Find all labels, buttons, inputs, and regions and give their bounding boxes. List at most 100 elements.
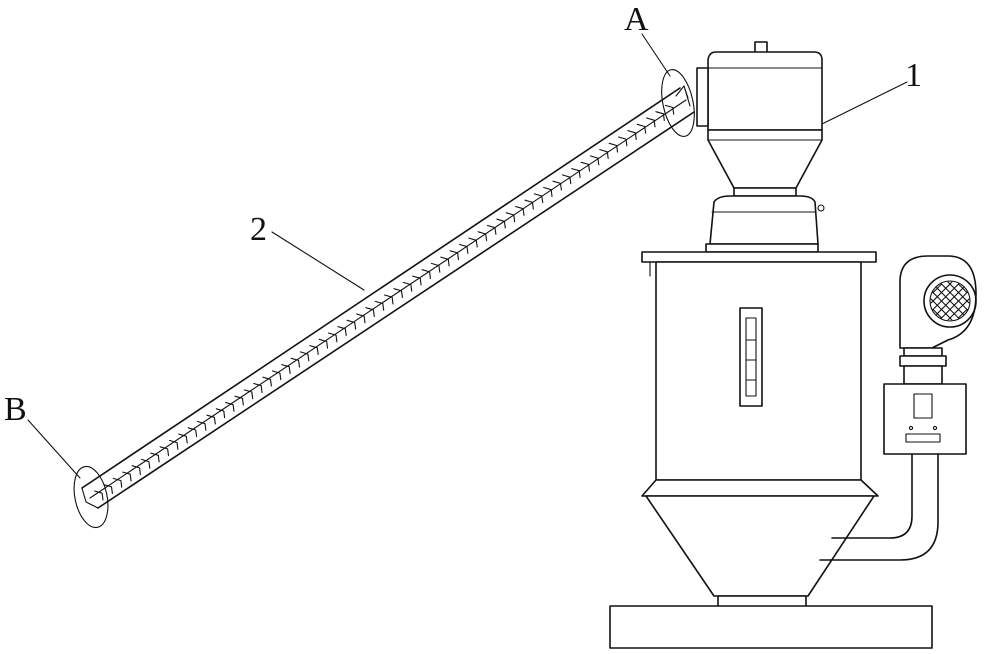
- top-motor-housing: [707, 51, 823, 131]
- grille-line: [947, 298, 970, 321]
- grille-line: [930, 298, 953, 321]
- blower-coupling-lower: [903, 365, 943, 385]
- screw-flight: [159, 446, 170, 457]
- screw-flight: [393, 288, 403, 299]
- screw-flight: [243, 389, 254, 400]
- screw-flight: [234, 395, 244, 406]
- conveyor-lower-end-cap: [81, 487, 99, 509]
- receiver-collar: [709, 195, 819, 245]
- drying-hopper-machine: [609, 41, 977, 649]
- grille-line: [936, 287, 964, 315]
- screw-flight: [655, 111, 665, 122]
- label-b: B: [4, 391, 27, 428]
- screw-flight: [215, 408, 226, 419]
- leader-line-a: [641, 33, 671, 77]
- screw-flight: [327, 332, 338, 343]
- label-a: A: [624, 1, 649, 38]
- detail-ellipse-b: [73, 465, 109, 529]
- collar-knob: [817, 204, 825, 212]
- grille-line: [957, 308, 968, 319]
- screw-flight: [384, 294, 394, 305]
- screw-flight: [225, 401, 235, 412]
- screw-flight: [468, 237, 478, 248]
- blower-outer-ring: [923, 274, 977, 328]
- screw-flight: [206, 414, 216, 425]
- screw-flight: [421, 269, 431, 280]
- screw-flight: [458, 243, 469, 254]
- upper-cone: [707, 129, 823, 189]
- screw-flight: [552, 180, 562, 191]
- screw-flight: [168, 439, 179, 450]
- screw-flight: [281, 364, 291, 374]
- leader-line-2: [271, 231, 365, 291]
- hopper-lid: [641, 251, 877, 263]
- screw-flight: [299, 351, 310, 362]
- screw-flights: [94, 104, 675, 501]
- machine-base: [609, 605, 933, 649]
- lower-cone: [645, 495, 875, 597]
- conveyor-tube-top-edge: [81, 87, 681, 489]
- screw-flight: [430, 262, 441, 273]
- screw-flight: [477, 231, 488, 242]
- screw-flight: [253, 382, 263, 393]
- screw-flight: [271, 370, 282, 381]
- screw-flight: [646, 117, 656, 128]
- detail-ellipse-a: [661, 69, 695, 137]
- conveyor-inlet-flange: [696, 67, 709, 127]
- screw-flight: [617, 136, 628, 147]
- screw-flight: [112, 477, 123, 488]
- screw-flight: [290, 357, 301, 368]
- blower-scroll: [899, 255, 977, 349]
- screw-flight: [440, 256, 450, 267]
- screw-flight: [543, 186, 553, 197]
- control-dot-right: [932, 425, 938, 431]
- screw-flight: [346, 319, 357, 330]
- screw-flight: [412, 275, 422, 286]
- blower-grille-ring: [929, 280, 971, 322]
- screw-flight: [402, 281, 413, 292]
- screw-flight: [627, 130, 637, 141]
- control-dot-left: [908, 425, 914, 431]
- screw-flight: [636, 123, 647, 134]
- screw-flight: [309, 345, 319, 355]
- control-display: [913, 393, 933, 419]
- leader-line-1: [821, 81, 908, 125]
- screw-flight: [515, 205, 525, 216]
- leader-line-b: [27, 419, 81, 479]
- screw-flight: [122, 471, 132, 482]
- conveyor-tube-bottom-edge: [97, 111, 695, 509]
- screw-flight: [608, 142, 619, 153]
- label-2: 2: [250, 211, 267, 248]
- collar-base: [705, 243, 819, 253]
- screw-flight: [356, 313, 366, 324]
- control-button-bar: [905, 433, 941, 443]
- screw-flight: [589, 155, 600, 166]
- screw-flight: [365, 307, 375, 318]
- screw-flight: [561, 174, 572, 185]
- screw-flight: [664, 104, 675, 115]
- screw-flight: [533, 193, 544, 204]
- screw-flight: [496, 218, 506, 229]
- screw-flight: [103, 484, 113, 495]
- screw-flight: [318, 338, 329, 349]
- screw-flight: [178, 433, 188, 444]
- screw-flight: [599, 149, 609, 159]
- screw-flight: [140, 458, 151, 469]
- screw-flight: [187, 427, 198, 438]
- screw-flight: [505, 212, 516, 223]
- conveyor-upper-end-arrow: [675, 85, 691, 107]
- air-pipe-outer: [819, 453, 939, 561]
- sight-glass-inner: [745, 317, 757, 397]
- screw-flight: [374, 300, 385, 311]
- screw-flight: [150, 452, 160, 463]
- screw-flight: [196, 420, 207, 431]
- screw-flight: [262, 376, 272, 387]
- screw-flight: [94, 490, 104, 501]
- screw-shaft-line: [89, 99, 687, 499]
- screw-flight: [449, 250, 460, 261]
- screw-flight: [580, 161, 591, 172]
- grille-line: [932, 308, 943, 319]
- screw-flight: [337, 326, 347, 337]
